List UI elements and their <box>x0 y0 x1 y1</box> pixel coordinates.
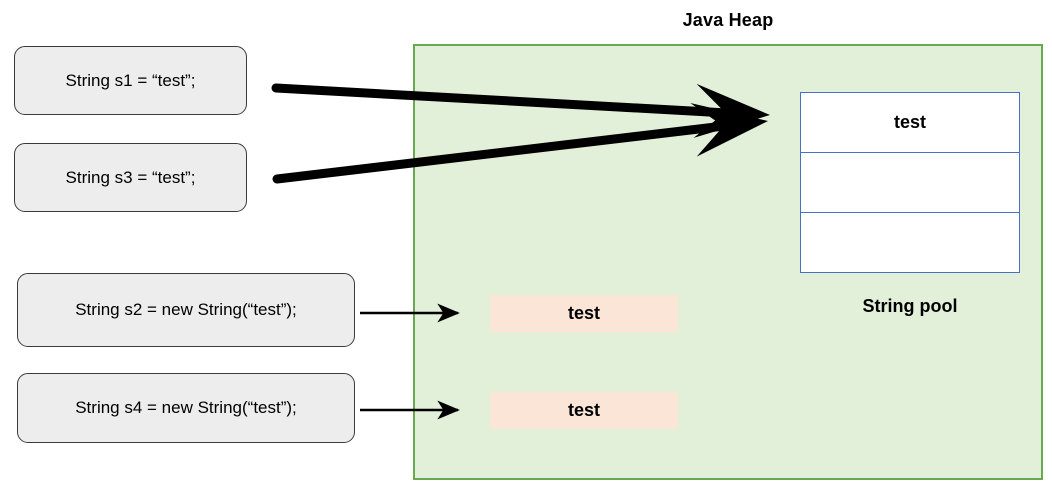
string-pool-label: String pool <box>862 296 958 316</box>
statement-box-s3: String s3 = “test”; <box>14 143 247 212</box>
string-pool-row <box>801 153 1019 213</box>
heap-object-s4: test <box>490 392 678 429</box>
statement-label-s2: String s2 = new String(“test”); <box>75 300 297 319</box>
statement-label-s4: String s4 = new String(“test”); <box>75 398 297 417</box>
statement-box-s1: String s1 = “test”; <box>14 46 247 115</box>
statement-label-s3: String s3 = “test”; <box>65 167 196 187</box>
string-pool-row <box>801 213 1019 272</box>
java-heap-title: Java Heap <box>682 10 774 30</box>
string-pool-row: test <box>801 93 1019 153</box>
statement-box-s2: String s2 = new String(“test”); <box>17 273 355 347</box>
statement-label-s1: String s1 = “test”; <box>65 70 196 90</box>
statement-box-s4: String s4 = new String(“test”); <box>17 373 355 443</box>
heap-object-s2: test <box>490 295 678 332</box>
string-pool-table: test <box>800 92 1020 273</box>
